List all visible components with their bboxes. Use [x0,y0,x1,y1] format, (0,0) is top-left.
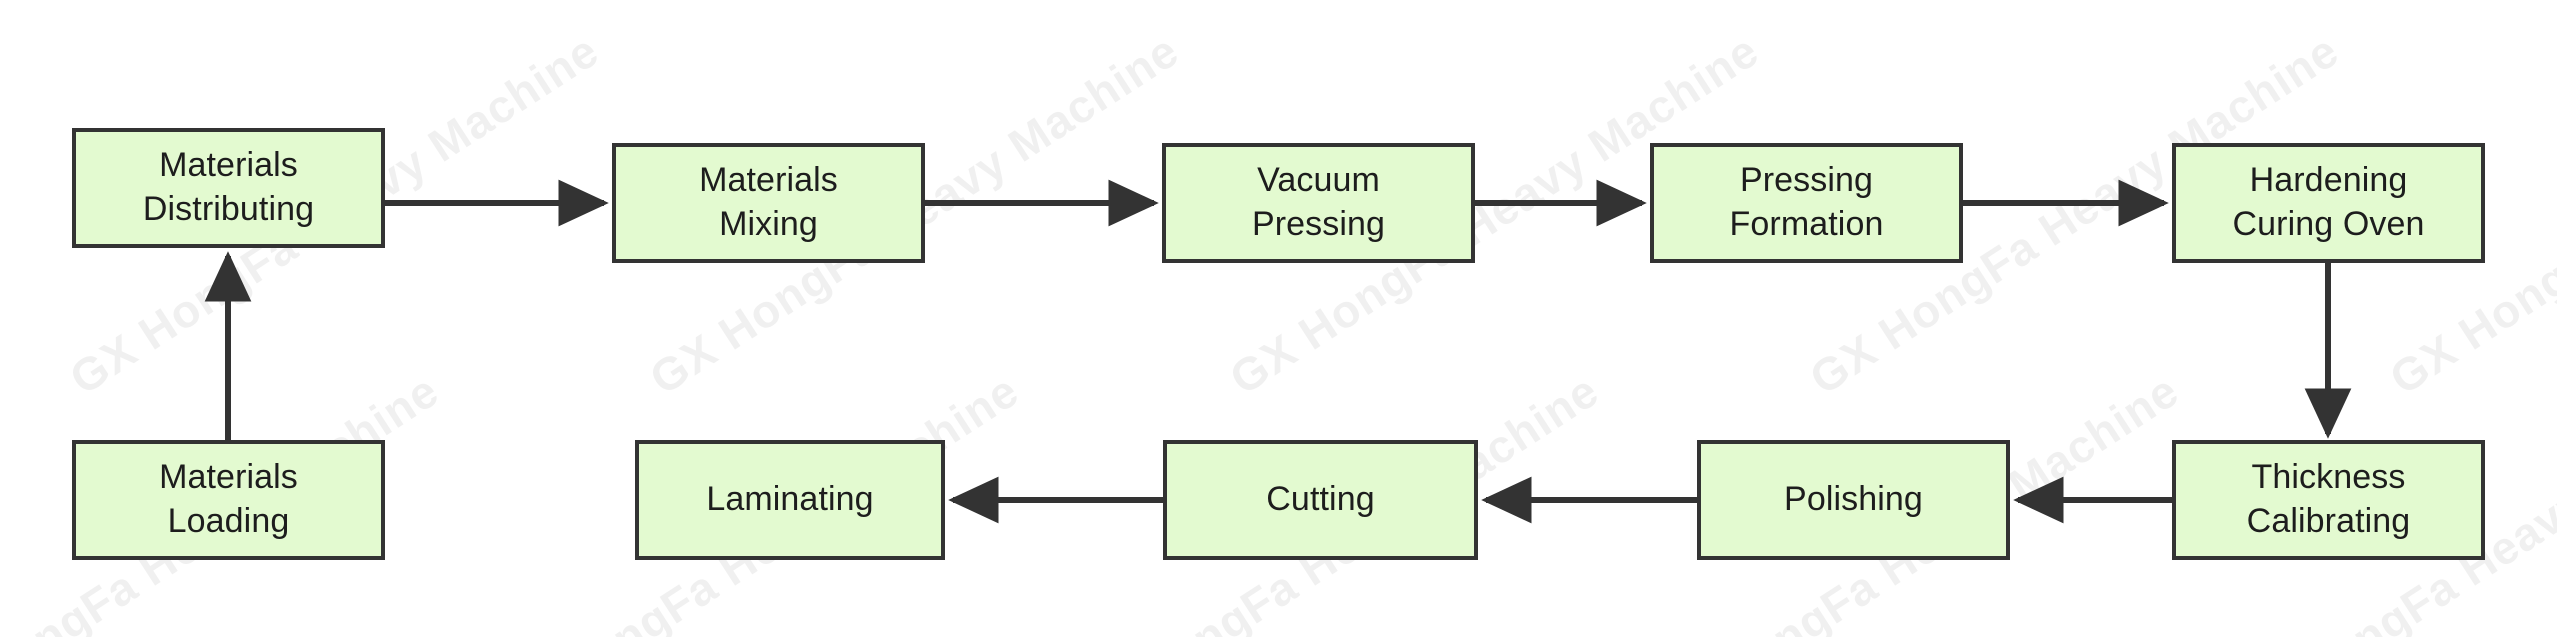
node-materials-loading[interactable]: Materials Loading [72,440,385,560]
node-thickness-calibrating[interactable]: Thickness Calibrating [2172,440,2485,560]
node-label: Pressing Formation [1729,161,1884,243]
node-polishing[interactable]: Polishing [1697,440,2010,560]
node-materials-mixing[interactable]: Materials Mixing [612,143,925,263]
node-vacuum-pressing[interactable]: Vacuum Pressing [1162,143,1475,263]
node-hardening-curing-oven[interactable]: Hardening Curing Oven [2172,143,2485,263]
node-label: Materials Loading [159,458,298,540]
node-materials-distributing[interactable]: Materials Distributing [72,128,385,248]
node-label: Materials Mixing [699,161,838,243]
node-pressing-formation[interactable]: Pressing Formation [1650,143,1963,263]
node-laminating[interactable]: Laminating [635,440,945,560]
node-cutting[interactable]: Cutting [1163,440,1478,560]
node-label: Vacuum Pressing [1251,161,1386,243]
node-label: Cutting [1266,480,1375,519]
node-label: Hardening Curing Oven [2232,161,2425,243]
node-label: Materials Distributing [142,146,315,228]
node-label: Polishing [1784,480,1923,519]
node-label: Thickness Calibrating [2246,458,2411,540]
node-label: Laminating [706,480,874,519]
